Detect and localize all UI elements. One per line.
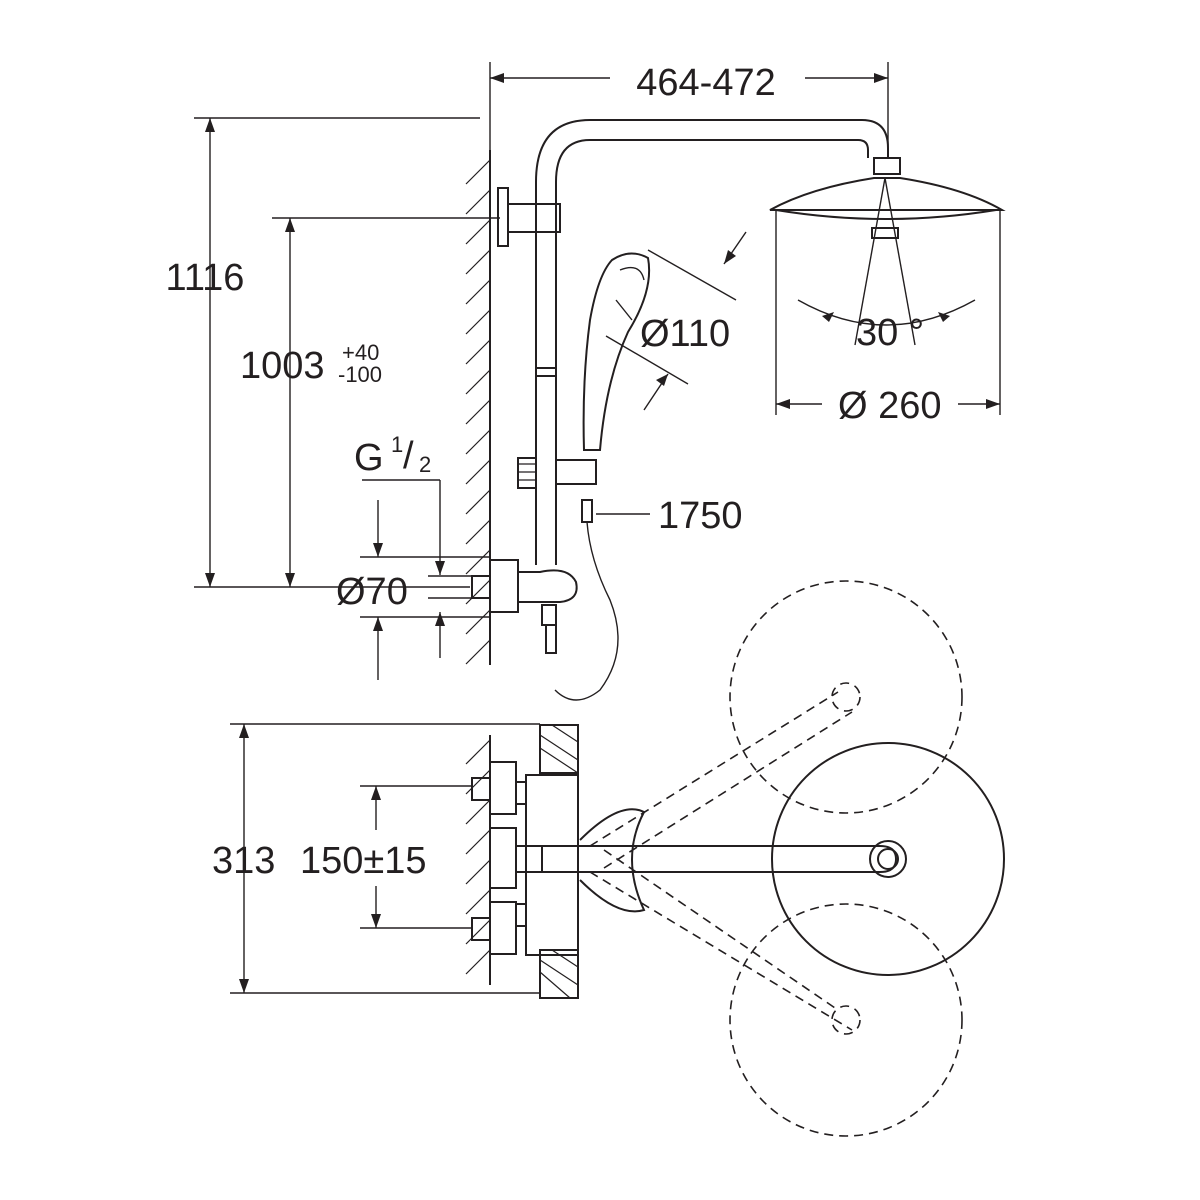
hand-shower-diameter-label: Ø110 bbox=[640, 313, 730, 355]
shower-arm-top bbox=[515, 742, 1005, 976]
thread-leader bbox=[362, 479, 472, 658]
dimension-arm-projection bbox=[489, 62, 889, 158]
dimension-head-shower bbox=[775, 210, 1001, 415]
dimension-bar-height bbox=[272, 217, 500, 587]
dimension-total-height bbox=[194, 117, 480, 588]
projection-depth-label: 313 bbox=[212, 840, 275, 882]
inlet-spacing-label: 150±15 bbox=[300, 840, 427, 882]
wall-side-view bbox=[465, 150, 491, 665]
thread-fraction-slash: / bbox=[403, 435, 414, 477]
bar-height-tol-plus: +40 bbox=[342, 340, 379, 365]
dimension-rosette bbox=[360, 500, 490, 680]
hose-length-label: 1750 bbox=[658, 495, 743, 537]
head-shower-angle-label: 30 ° bbox=[856, 312, 924, 354]
thermostat-top bbox=[471, 724, 579, 999]
bar-height-tol-minus: -100 bbox=[338, 362, 382, 387]
total-height-label: 1116 bbox=[166, 257, 245, 299]
rosette-diameter-label: Ø70 bbox=[336, 571, 408, 613]
arm-projection-label: 464-472 bbox=[636, 62, 775, 104]
shower-riser bbox=[497, 119, 889, 565]
wall-top-view bbox=[465, 735, 491, 985]
slider-and-hose bbox=[517, 457, 619, 701]
dimension-projection-depth bbox=[230, 723, 540, 994]
thread-fraction-num: 1 bbox=[391, 432, 403, 457]
head-shower-outline bbox=[771, 742, 1005, 976]
bar-height-label: 1003 bbox=[240, 345, 325, 387]
head-shower bbox=[769, 157, 1006, 346]
thermostat-side bbox=[471, 559, 578, 654]
swivel-ghost-positions bbox=[589, 580, 963, 1137]
head-shower-diameter-label: Ø 260 bbox=[838, 385, 942, 427]
dimension-hand-shower bbox=[605, 231, 747, 411]
dimension-inlet-spacing bbox=[360, 785, 472, 929]
thread-fraction-den: 2 bbox=[419, 452, 431, 477]
thread-label: G bbox=[354, 437, 384, 479]
hand-shower bbox=[582, 252, 651, 451]
